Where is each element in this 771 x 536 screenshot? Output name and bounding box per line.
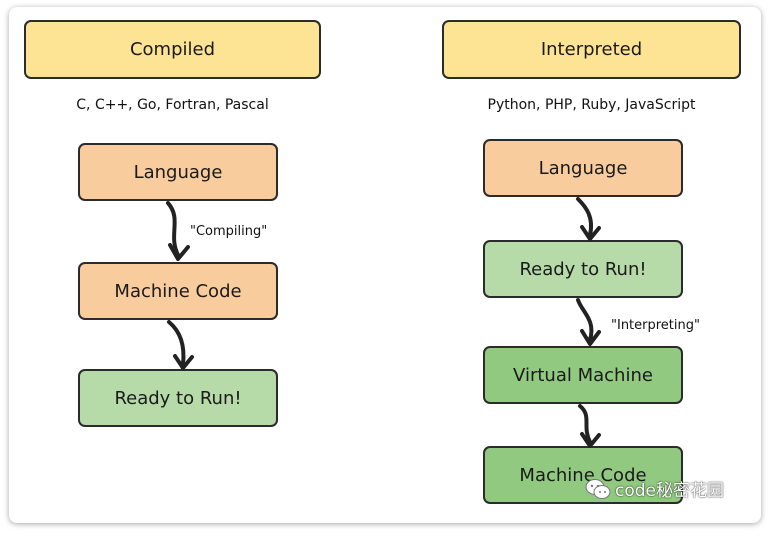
interpreted-arrow-2 xyxy=(576,298,601,346)
wechat-icon xyxy=(585,478,611,499)
interpreted-step-virtual-machine: Virtual Machine xyxy=(483,346,683,404)
interpreted-arrow-1 xyxy=(576,197,601,241)
interpreted-header: Interpreted xyxy=(442,20,741,79)
compiled-header: Compiled xyxy=(24,20,321,79)
interpreted-step-language: Language xyxy=(483,139,683,197)
interpreted-arrow-3 xyxy=(578,404,601,448)
compiled-step-ready-to-run: Ready to Run! xyxy=(78,369,278,427)
compiled-examples: C, C++, Go, Fortran, Pascal xyxy=(76,97,269,113)
compiled-step-language: Language xyxy=(78,143,278,201)
interpreted-examples: Python, PHP, Ruby, JavaScript xyxy=(487,97,696,113)
watermark: code秘密花园 xyxy=(585,476,724,501)
compiled-step-machine-code: Machine Code xyxy=(78,262,278,320)
interpreting-label: "Interpreting" xyxy=(611,318,700,333)
compiling-label: "Compiling" xyxy=(190,224,268,239)
compiled-arrow-1 xyxy=(166,201,190,261)
compiled-arrow-2 xyxy=(167,320,194,370)
interpreted-step-machine-code: Machine Code xyxy=(483,446,683,504)
watermark-text: code秘密花园 xyxy=(615,481,724,501)
interpreted-step-ready-to-run: Ready to Run! xyxy=(483,240,683,298)
